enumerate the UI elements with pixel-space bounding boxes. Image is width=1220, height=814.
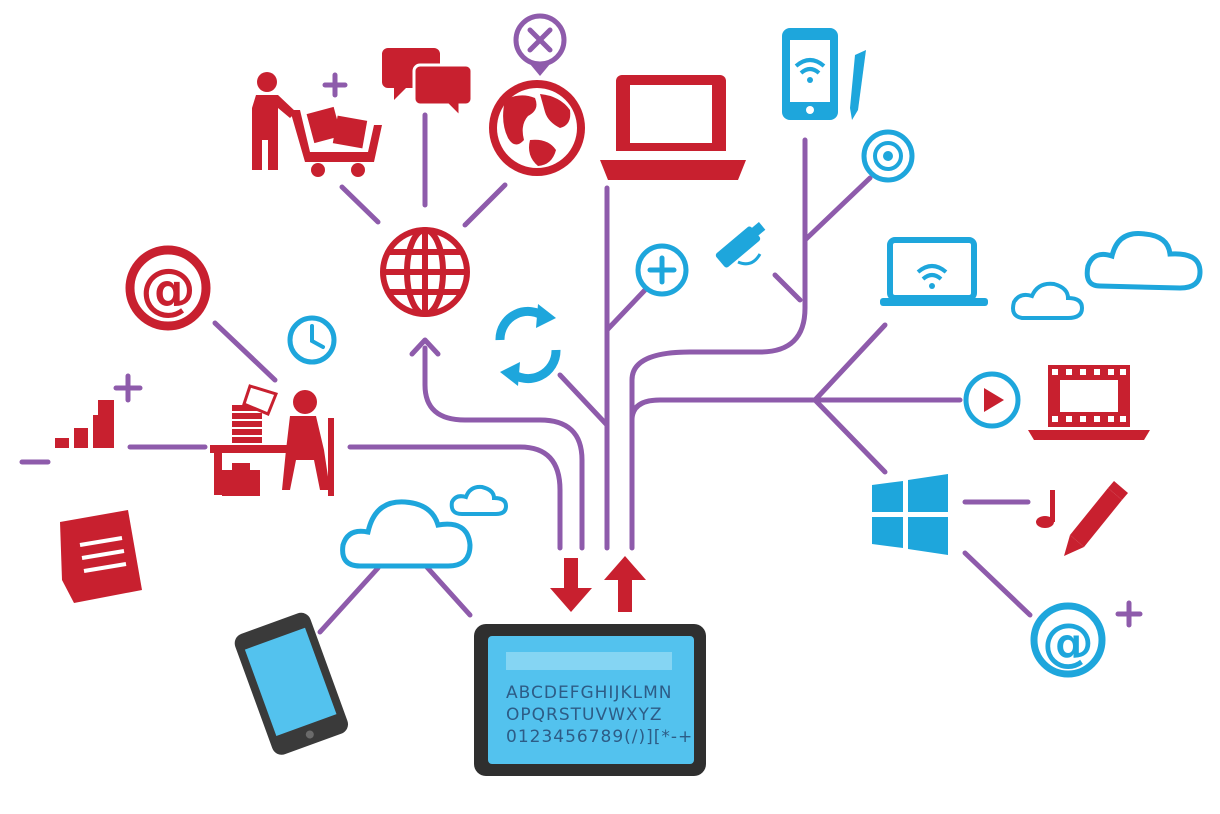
bar-chart-icon xyxy=(55,400,114,448)
globe-world-icon xyxy=(489,80,585,176)
music-note-icon xyxy=(1036,490,1055,528)
windows-logo-icon xyxy=(872,474,948,555)
pencil-icon xyxy=(1064,481,1128,556)
up-arrow-head xyxy=(409,337,441,357)
connector-lines xyxy=(19,112,1033,635)
smartphone-icon xyxy=(234,612,349,755)
cloud-icon-tiny xyxy=(449,484,509,516)
svg-text:@: @ xyxy=(1042,613,1094,673)
tablet-text-line-3: 0123456789(/)][*-+ xyxy=(506,727,693,747)
refresh-icon xyxy=(495,304,561,386)
smartphone-wifi-icon xyxy=(782,28,838,120)
clock-icon xyxy=(287,315,337,365)
shopping-cart-person-icon xyxy=(252,72,382,177)
tablet-text-line-1: ABCDEFGHIJKLMN xyxy=(506,683,672,703)
play-button-icon xyxy=(963,371,1021,429)
close-marker-icon xyxy=(513,13,567,76)
at-sign-icon: @ xyxy=(125,245,211,331)
chat-bubbles-icon xyxy=(382,48,474,121)
plus-icon-chart xyxy=(113,373,143,403)
target-icon xyxy=(861,129,915,183)
stylus-icon xyxy=(850,50,866,120)
globe-grid-icon xyxy=(380,227,470,317)
cloud-icon-main xyxy=(340,499,473,569)
at-sign-blue-icon: @ xyxy=(1030,602,1106,678)
upload-arrow-icon xyxy=(604,556,646,612)
download-arrow-icon xyxy=(550,558,592,612)
laptop-wifi-icon xyxy=(880,237,988,306)
laptop-icon xyxy=(600,75,746,180)
plus-icon xyxy=(322,72,348,98)
document-icon xyxy=(60,510,142,603)
tablet-icon: ABCDEFGHIJKLMN OPQRSTUVWXYZ 0123456789(/… xyxy=(474,624,706,776)
plus-icon-at xyxy=(1115,600,1143,628)
office-worker-icon xyxy=(210,384,334,496)
cloud-icon-small xyxy=(1011,281,1085,320)
cloud-icon xyxy=(1084,230,1203,291)
tablet-text-line-2: OPQRSTUVWXYZ xyxy=(506,705,663,725)
film-strip-icon xyxy=(1028,365,1150,440)
svg-text:@: @ xyxy=(140,257,196,322)
usb-drive-icon xyxy=(715,222,766,268)
plus-circle-icon xyxy=(635,243,689,297)
